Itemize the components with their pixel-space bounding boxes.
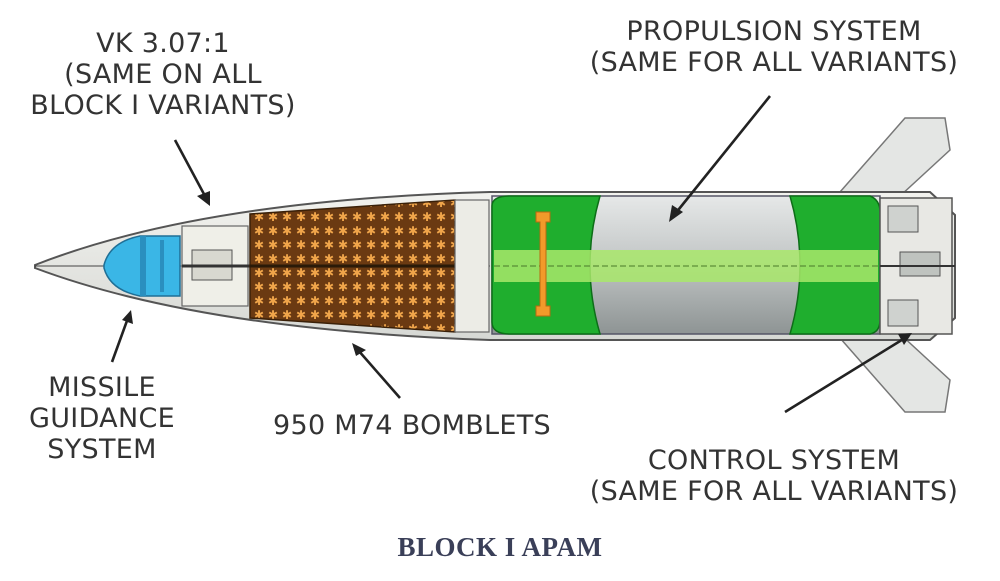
igniter — [535, 211, 551, 317]
upper-fin — [838, 117, 951, 197]
lower-fin — [838, 333, 951, 413]
label-bomblets: 950 M74 BOMBLETS — [272, 410, 551, 441]
diagram-title: BLOCK I APAM — [397, 532, 603, 562]
label-missile-guidance: MISSILE GUIDANCE SYSTEM — [29, 372, 175, 465]
label-propulsion-system: PROPULSION SYSTEM (SAME FOR ALL VARIANTS… — [589, 16, 959, 78]
label-control-system: CONTROL SYSTEM (SAME FOR ALL VARIANTS) — [589, 445, 959, 507]
label-guidance-package: VK 3.07:1 (SAME ON ALL BLOCK I VARIANTS) — [30, 28, 296, 121]
annotation-arrows — [110, 95, 906, 414]
